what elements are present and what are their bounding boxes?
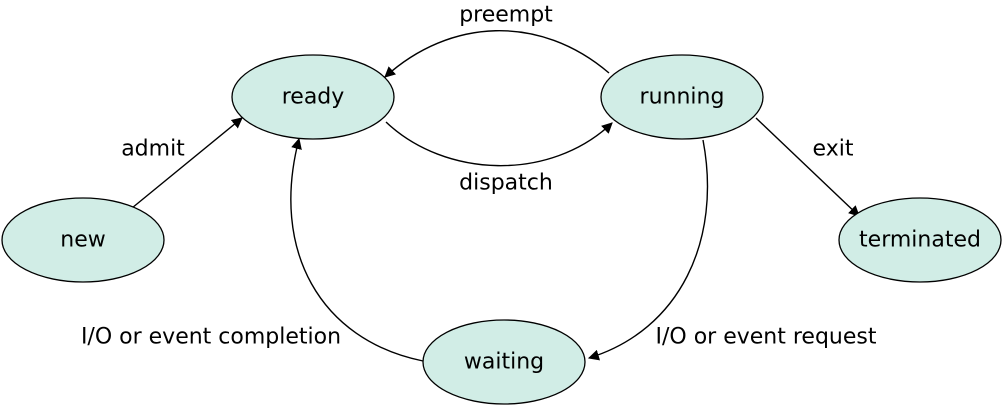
edge-dispatch <box>385 121 613 167</box>
state-terminated: terminated <box>838 197 1002 283</box>
edge-io-event-request <box>587 139 709 361</box>
edge-io-event-completion <box>290 137 424 362</box>
edge-preempt <box>384 30 610 78</box>
state-new-label: new <box>60 228 105 253</box>
state-running: running <box>600 54 764 140</box>
state-new: new <box>1 197 165 283</box>
label-io-event-request: I/O or event request <box>656 325 877 350</box>
label-io-event-completion: I/O or event completion <box>81 325 341 350</box>
state-waiting-label: waiting <box>464 350 544 375</box>
state-ready-label: ready <box>282 85 345 110</box>
label-dispatch: dispatch <box>459 171 553 196</box>
state-terminated-label: terminated <box>859 228 981 253</box>
label-exit: exit <box>813 137 854 162</box>
label-admit: admit <box>121 137 185 162</box>
label-preempt: preempt <box>459 3 553 28</box>
edge-exit <box>755 117 860 217</box>
edge-admit <box>131 117 243 209</box>
state-waiting: waiting <box>422 319 586 405</box>
state-ready: ready <box>231 54 395 140</box>
state-running-label: running <box>640 85 725 110</box>
